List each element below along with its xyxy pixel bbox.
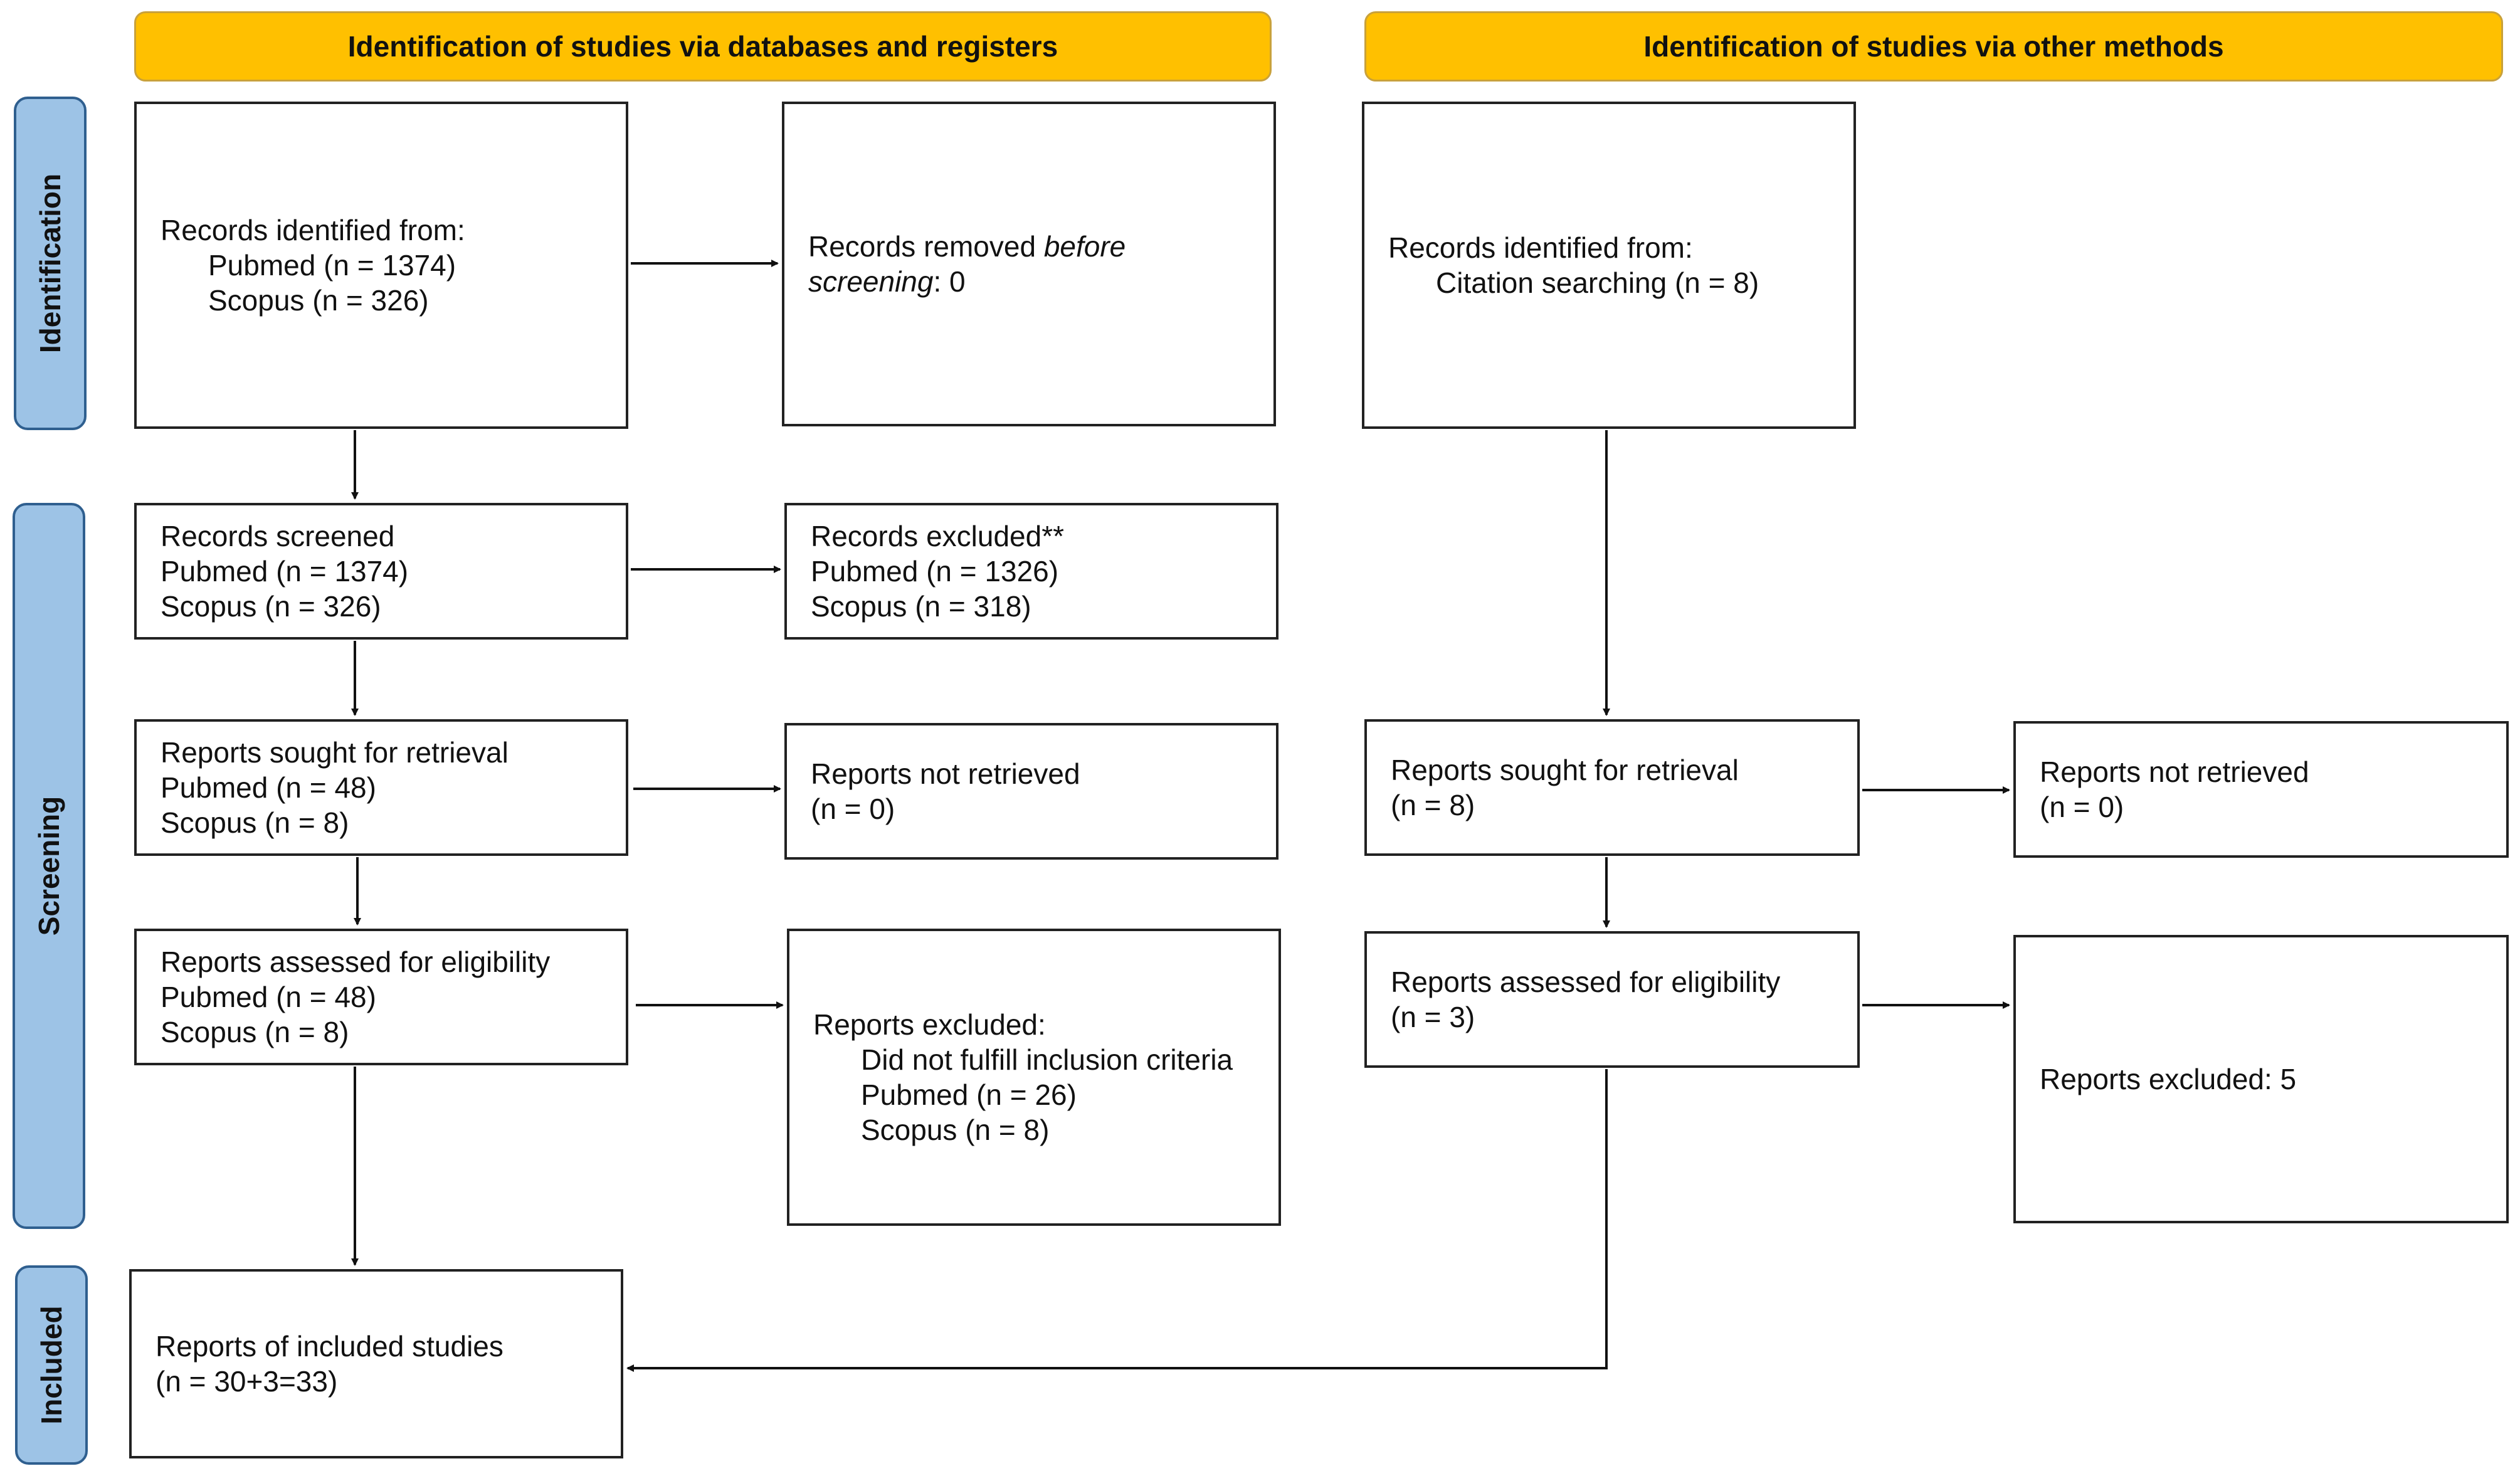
records-excluded-box: Records excluded** Pubmed (n = 1326) Sco… — [784, 503, 1278, 640]
phase-included: Included — [15, 1265, 88, 1465]
header-other-methods: Identification of studies via other meth… — [1364, 11, 2503, 82]
box-line: Scopus (n = 318) — [811, 590, 1031, 623]
phase-screening: Screening — [13, 503, 85, 1229]
box-title: Reports sought for retrieval — [161, 736, 509, 769]
box-line: Pubmed (n = 1326) — [811, 555, 1059, 588]
arrow-other-assessed-to-included — [626, 1069, 1608, 1372]
reports-sought-other-box: Reports sought for retrieval (n = 8) — [1364, 719, 1860, 856]
box-line: Pubmed (n = 26) — [861, 1078, 1077, 1111]
box-line: Scopus (n = 326) — [161, 590, 381, 623]
box-title: Reports not retrieved — [811, 757, 1080, 790]
box-line: Scopus (n = 8) — [861, 1114, 1050, 1146]
box-title: Reports excluded: 5 — [2040, 1063, 2297, 1095]
box-title: Reports assessed for eligibility — [1391, 966, 1781, 998]
header-databases: Identification of studies via databases … — [134, 11, 1272, 82]
box-line: Records removed before — [808, 229, 1255, 264]
box-title: Reports excluded: — [813, 1008, 1046, 1041]
box-title: Reports of included studies — [156, 1330, 503, 1363]
reports-not-retrieved-db-box: Reports not retrieved (n = 0) — [784, 723, 1278, 860]
reports-excluded-db-box: Reports excluded: Did not fulfill inclus… — [787, 929, 1281, 1226]
box-title: Records identified from: — [161, 214, 465, 246]
box-line: (n = 30+3=33) — [156, 1365, 338, 1398]
box-line: Citation searching (n = 8) — [1436, 266, 1759, 299]
box-title: Reports sought for retrieval — [1391, 754, 1739, 786]
box-line: (n = 0) — [2040, 791, 2124, 823]
box-title: Reports assessed for eligibility — [161, 946, 551, 978]
included-studies-box: Reports of included studies (n = 30+3=33… — [129, 1269, 623, 1458]
reports-assessed-db-box: Reports assessed for eligibility Pubmed … — [134, 929, 628, 1065]
records-removed-suffix: : 0 — [933, 265, 966, 298]
reports-excluded-other-box: Reports excluded: 5 — [2013, 935, 2509, 1223]
box-line: Scopus (n = 326) — [208, 284, 429, 317]
box-line: Pubmed (n = 1374) — [161, 555, 409, 588]
box-line: (n = 0) — [811, 793, 895, 825]
box-line: Scopus (n = 8) — [161, 806, 349, 839]
records-removed-box: Records removed before screening: 0 — [782, 102, 1276, 426]
box-line: Did not fulfill inclusion criteria — [861, 1043, 1233, 1076]
box-line: Pubmed (n = 48) — [161, 771, 376, 804]
phase-identification: Identification — [14, 97, 87, 430]
reports-sought-db-box: Reports sought for retrieval Pubmed (n =… — [134, 719, 628, 856]
box-title: Records screened — [161, 520, 395, 552]
box-title: Records excluded** — [811, 520, 1065, 552]
box-line: Pubmed (n = 1374) — [208, 249, 456, 282]
box-title: Reports not retrieved — [2040, 756, 2309, 788]
box-line: (n = 8) — [1391, 789, 1475, 821]
records-removed-emph-screening: screening — [808, 265, 934, 298]
records-identified-other-box: Records identified from: Citation search… — [1362, 102, 1856, 429]
box-line: Pubmed (n = 48) — [161, 981, 376, 1013]
reports-not-retrieved-other-box: Reports not retrieved (n = 0) — [2013, 721, 2509, 858]
box-line: (n = 3) — [1391, 1001, 1475, 1033]
reports-assessed-other-box: Reports assessed for eligibility (n = 3) — [1364, 931, 1860, 1068]
records-removed-prefix: Records removed — [808, 230, 1044, 263]
box-line: screening: 0 — [808, 264, 1255, 299]
box-line: Scopus (n = 8) — [161, 1016, 349, 1048]
records-removed-emph-before: before — [1043, 230, 1126, 263]
records-identified-db-box: Records identified from: Pubmed (n = 137… — [134, 102, 628, 429]
box-title: Records identified from: — [1388, 231, 1693, 264]
records-screened-box: Records screened Pubmed (n = 1374) Scopu… — [134, 503, 628, 640]
